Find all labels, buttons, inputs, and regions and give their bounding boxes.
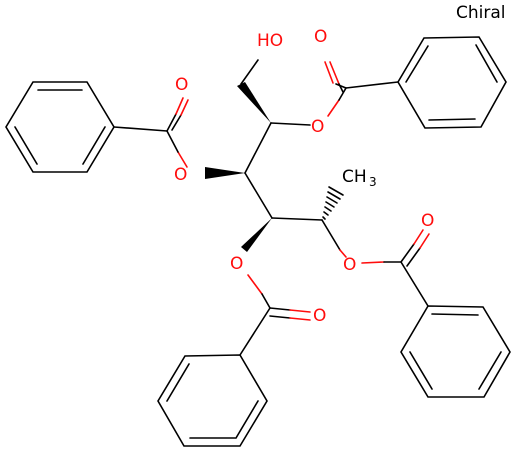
bond-o2-co xyxy=(327,99,340,117)
wedge-c4-o4 xyxy=(241,218,272,252)
oxygen-ester-4: O xyxy=(343,255,356,275)
wedge-c2-ch2 xyxy=(237,82,271,123)
chiral-label: Chiral xyxy=(456,3,506,23)
oxygen-ester-3: O xyxy=(230,254,243,274)
bond-co-ring xyxy=(345,81,399,89)
oxygen-carbonyl-4: O xyxy=(421,211,434,231)
bond-ch2-oh xyxy=(240,59,259,85)
oxygen-carbonyl-1: O xyxy=(314,27,327,47)
backbone-bonds xyxy=(240,59,323,221)
methyl-subscript: 3 xyxy=(369,175,377,189)
oxygen-carbonyl-2: O xyxy=(175,75,188,95)
methyl-label: CH xyxy=(342,167,367,187)
ester-bottom-left xyxy=(239,274,311,356)
bond-c2-o2 xyxy=(270,122,311,126)
bond-c3-c4 xyxy=(244,172,273,219)
wedge-c3-o3 xyxy=(205,167,245,179)
ester-bottom-right xyxy=(321,219,430,307)
oxygen-carbonyl-3: O xyxy=(313,306,326,326)
benzene-ring-bottom-right xyxy=(400,305,511,398)
hydroxyl-label: HO xyxy=(257,31,283,51)
bond-c2-c3 xyxy=(244,122,272,174)
benzene-ring-top-left xyxy=(5,81,115,173)
oxygen-ester-2: O xyxy=(174,165,187,185)
bond-c4-c5 xyxy=(271,217,323,221)
oxygen-ester-1: O xyxy=(311,117,324,137)
ester-top-left xyxy=(113,97,189,168)
ester-top-right xyxy=(270,61,399,126)
benzene-ring-bottom-left xyxy=(157,354,268,447)
hash-wedge-c5-ch3 xyxy=(322,186,344,220)
benzene-ring-top-right xyxy=(397,36,507,129)
